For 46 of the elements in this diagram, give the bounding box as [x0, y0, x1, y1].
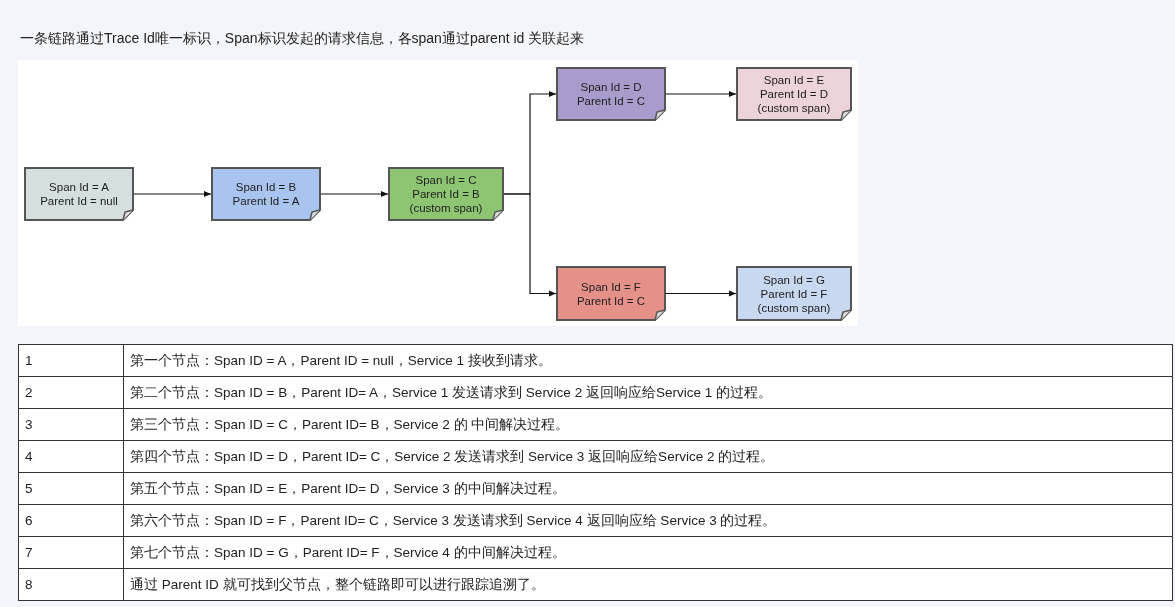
- table-cell: 8: [18, 568, 124, 601]
- table-cell: 第一个节点：Span ID = A，Parent ID = null，Service 1 接收到请求。: [123, 344, 1173, 377]
- note-box: [211, 167, 321, 221]
- node-text: Span Id = B: [235, 180, 297, 194]
- node-text: Parent Id = null: [40, 194, 118, 208]
- node-text: Span Id = E: [763, 73, 825, 87]
- arrow: [665, 91, 737, 97]
- note-box: [736, 67, 852, 121]
- node-text: Parent Id = A: [232, 194, 300, 208]
- node-text: Span Id = C: [415, 173, 477, 187]
- table-cell: 1: [18, 344, 124, 377]
- node-text: (custom span): [409, 201, 483, 215]
- table-cell: 5: [18, 472, 124, 505]
- node-text: Parent Id = B: [412, 187, 480, 201]
- arrow: [320, 191, 389, 197]
- arrow: [503, 193, 557, 297]
- note-box: [736, 266, 852, 321]
- table-cell: 第七个节点：Span ID = G，Parent ID= F，Service 4 的中间解决过程。: [123, 536, 1173, 569]
- table-cell: 第四个节点：Span ID = D，Parent ID= C，Service 2 发送请求到 Service 3 返回响应给Service 2 的过程。: [123, 440, 1173, 473]
- note-box: [388, 167, 504, 221]
- node-text: (custom span): [757, 300, 831, 315]
- arrow: [133, 191, 212, 197]
- node-text: Span Id = G: [763, 272, 825, 287]
- node-text: Parent Id = C: [576, 293, 646, 308]
- heading-text: 一条链路通过Trace Id唯一标识，Span标识发起的请求信息，各span通过parent id 关联起来: [20, 30, 585, 48]
- node-text: Parent Id = D: [759, 87, 829, 101]
- table-cell: 第五个节点：Span ID = E，Parent ID= D，Service 3 的中间解决过程。: [123, 472, 1173, 505]
- table-cell: 7: [18, 536, 124, 569]
- note-box: [24, 167, 134, 221]
- table-cell: 第三个节点：Span ID = C，Parent ID= B，Service 2 的 中间解决过程。: [123, 408, 1173, 441]
- table-cell: 6: [18, 504, 124, 537]
- table-cell: 通过 Parent ID 就可找到父节点，整个链路即可以进行跟踪追溯了。: [123, 568, 1173, 601]
- table-cell: 第六个节点：Span ID = F，Parent ID= C，Service 3 发送请求到 Service 4 返回响应给 Service 3 的过程。: [123, 504, 1173, 537]
- arrow: [665, 290, 737, 297]
- table-cell: 3: [18, 408, 124, 441]
- node-text: Parent Id = F: [760, 286, 828, 301]
- table-cell: 第二个节点：Span ID = B，Parent ID= A，Service 1 发送请求到 Service 2 返回响应给Service 1 的过程。: [123, 376, 1173, 409]
- node-text: Span Id = D: [580, 80, 642, 94]
- table-cell: 2: [18, 376, 124, 409]
- node-text: Parent Id = C: [576, 94, 646, 108]
- node-text: Span Id = F: [581, 279, 641, 294]
- node-text: (custom span): [757, 101, 831, 115]
- table-cell: 4: [18, 440, 124, 473]
- note-box: [556, 67, 666, 121]
- note-box: [556, 266, 666, 321]
- node-text: Span Id = A: [49, 180, 109, 194]
